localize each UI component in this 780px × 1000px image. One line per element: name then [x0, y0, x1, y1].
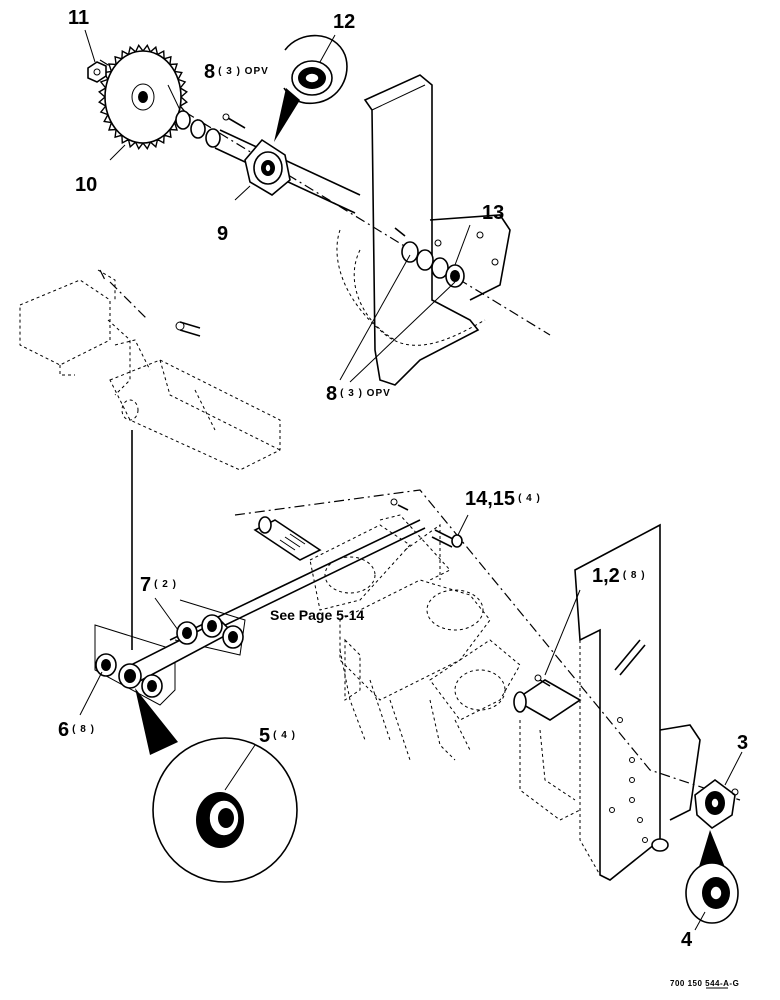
shim-washers-upper	[175, 110, 221, 148]
shield-guard	[19, 269, 149, 396]
callout-6: 6( 8 )	[58, 719, 95, 741]
bolt-upper	[175, 321, 201, 337]
nut	[87, 61, 107, 83]
plate-hole	[642, 837, 648, 843]
plate-hole	[629, 777, 635, 783]
rollers	[95, 653, 163, 698]
bearing-detail-bubble	[274, 34, 348, 142]
bearing-detail-bubble-5	[135, 688, 298, 883]
callout-14-15: 14,15( 4 )	[465, 488, 541, 510]
sprocket	[98, 43, 188, 151]
callout-10: 10	[75, 174, 98, 196]
drawing-code: 700 150 544-A-G	[670, 979, 740, 988]
shim-washers-lower	[401, 241, 465, 288]
callout-13: 13	[482, 202, 505, 224]
flange-bearing	[244, 138, 291, 196]
callout-8-upper: 8( 3 ) OPV	[204, 61, 269, 83]
plate-hole	[637, 817, 643, 823]
callout-12: 12	[333, 11, 356, 33]
lower-side-plate	[519, 523, 701, 881]
callout-9: 9	[217, 223, 229, 245]
leader-lines	[79, 29, 743, 931]
lower-shaft-stub	[513, 679, 582, 721]
plate-hole	[609, 807, 615, 813]
middle-centerline	[234, 489, 741, 801]
bearing-housing-3	[694, 779, 739, 829]
callout-4: 4	[681, 929, 693, 951]
callout-1-2: 1,2( 8 )	[592, 565, 646, 587]
bolt-14-15	[390, 498, 463, 548]
frame-channel	[109, 339, 281, 471]
callout-5: 5( 4 )	[259, 725, 296, 747]
callout-8-lower: 8( 3 ) OPV	[326, 383, 391, 405]
plate-hole	[629, 757, 635, 763]
upper-side-plate	[336, 74, 511, 386]
bearing-detail-bubble-4	[685, 830, 739, 924]
gear-assembly	[309, 514, 521, 761]
callout-7: 7( 2 )	[140, 574, 177, 596]
callout-3: 3	[737, 732, 749, 754]
plate-hole	[629, 797, 635, 803]
upper-shaft	[219, 129, 361, 196]
link-bar	[123, 614, 244, 683]
see-page-note: See Page 5-14	[270, 607, 365, 623]
callout-11: 11	[68, 7, 90, 29]
plate-hole	[617, 717, 623, 723]
